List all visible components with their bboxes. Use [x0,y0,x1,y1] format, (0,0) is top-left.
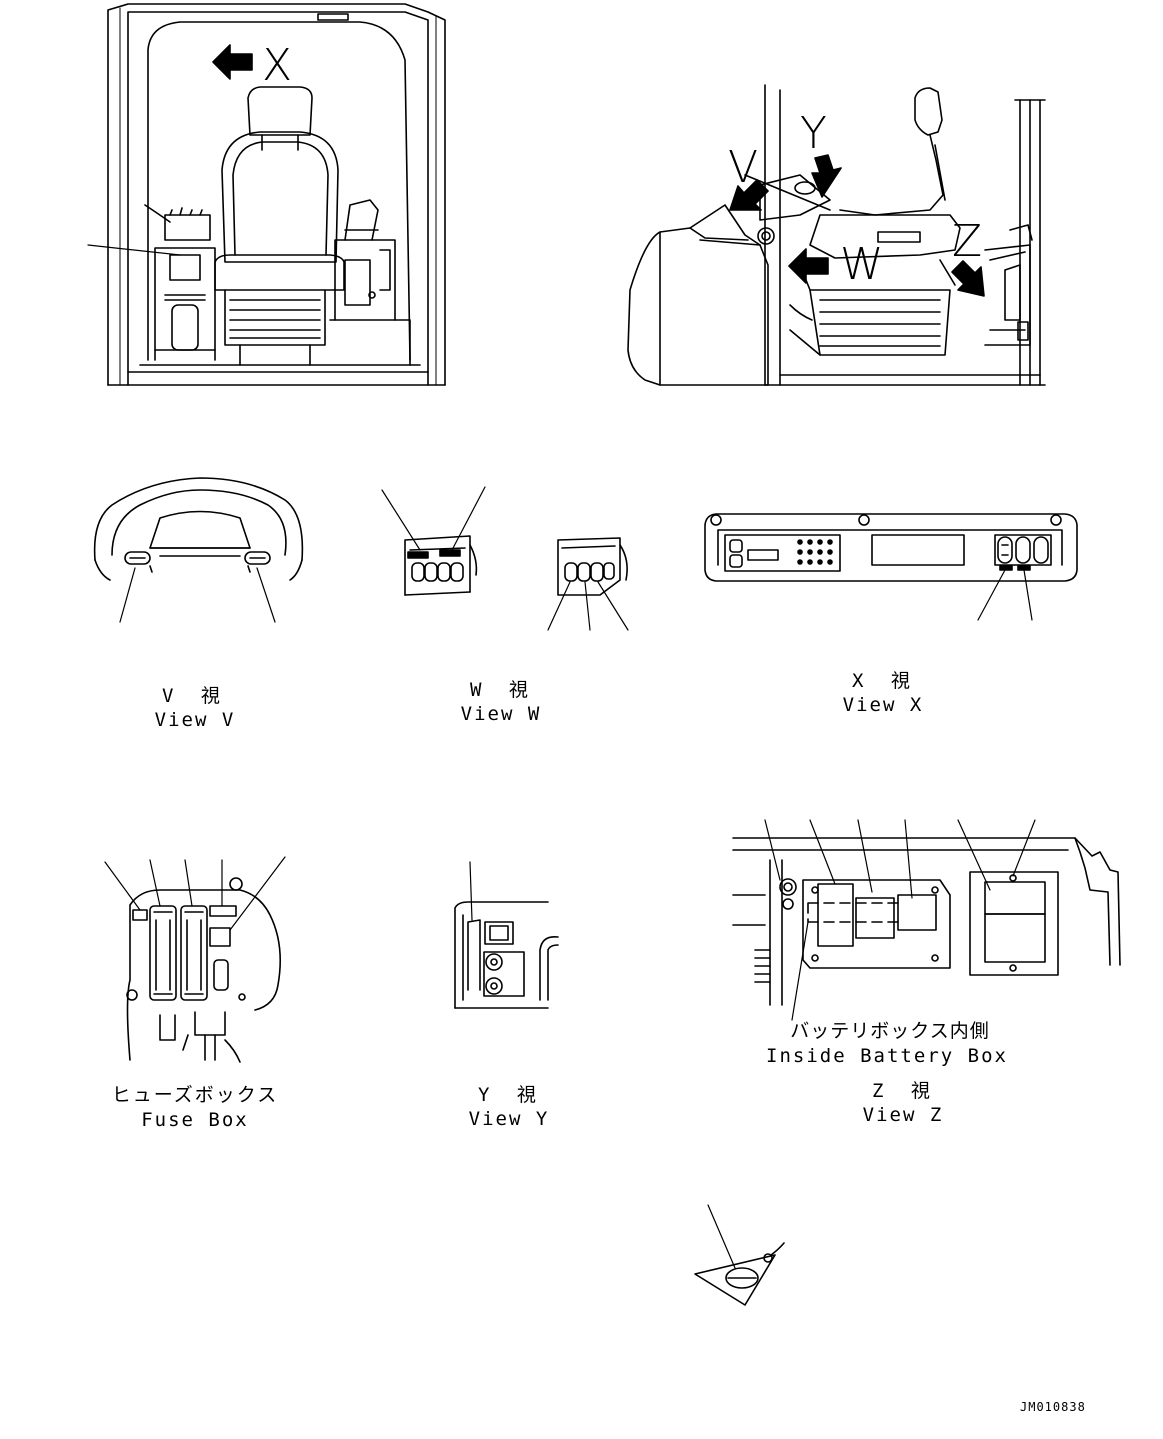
battery-box-caption-jp: バッテリボックス内側 [790,1020,990,1042]
cab-front-view [87,3,446,386]
triangular-decal-drawing [694,1204,785,1306]
view-v-caption-jp: V 視 [162,685,228,707]
battery-box-caption-en: Inside Battery Box [766,1045,1008,1067]
view-v-letter: V [728,142,759,193]
view-z-drawing [732,819,1121,1021]
view-w-caption-jp: W 視 [470,679,536,701]
view-v-drawing [93,477,304,623]
cab-side-view [627,84,1046,386]
view-x-letter: X [262,40,293,91]
view-w-drawing [381,486,629,631]
fuse-box-drawing [104,856,286,1063]
view-y-letter: Y [800,108,827,159]
view-y-caption-en: View Y [468,1108,550,1130]
view-v-caption-en: View V [154,709,236,731]
view-w-caption-en: View W [460,703,542,725]
view-x-caption-en: View X [842,694,924,716]
view-x-arrow-icon [212,44,253,80]
view-x-drawing [704,513,1078,621]
fuse-box-caption-en: Fuse Box [141,1109,249,1131]
view-v-arrow-icon [729,179,769,211]
view-z-letter: Z [952,216,983,267]
drawing-code: JM010838 [1020,1400,1086,1414]
view-y-drawing [454,861,559,1009]
view-x-caption-jp: X 視 [852,670,918,692]
view-z-caption-jp: Z 視 [872,1080,938,1102]
view-w-letter: W [840,239,884,290]
view-z-arrow-icon [951,260,985,297]
view-z-caption-en: View Z [862,1104,944,1126]
view-y-arrow-icon [811,154,842,198]
view-w-arrow-icon [788,248,829,284]
fuse-box-caption-jp: ヒューズボックス [111,1084,279,1106]
view-y-caption-jp: Y 視 [478,1084,544,1106]
